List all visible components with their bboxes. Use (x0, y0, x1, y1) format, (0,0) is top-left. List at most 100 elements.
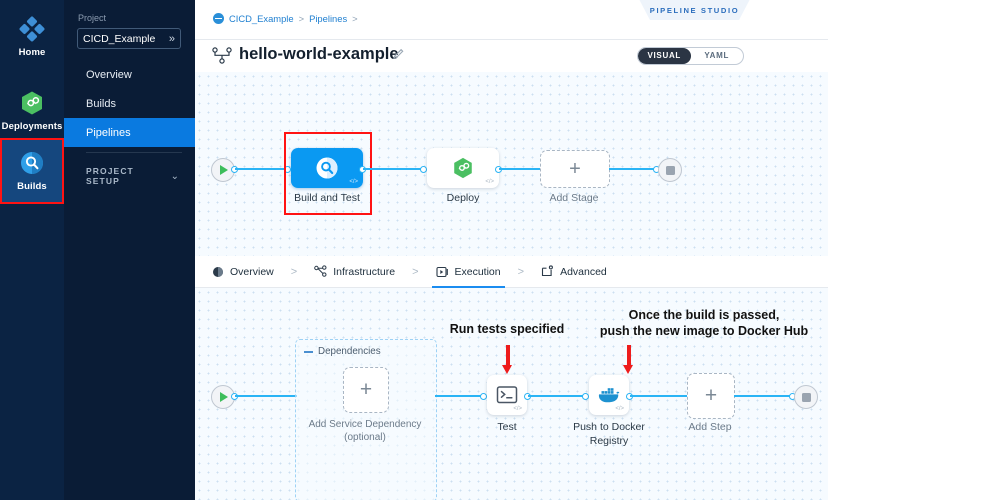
step-node-test[interactable]: </> (487, 375, 527, 415)
page-title: hello-world-example (239, 45, 399, 63)
sidebar-item-label: Overview (86, 68, 132, 81)
stop-icon (665, 165, 675, 175)
breadcrumb-separator: > (298, 13, 305, 24)
tab-label: Execution (454, 265, 501, 278)
step-node-push-to-docker-registry[interactable]: </> (589, 375, 629, 415)
play-icon (220, 392, 228, 402)
advanced-gear-corner-icon (542, 265, 554, 277)
stage-canvas[interactable]: </> Build and Test </> Deploy + (195, 72, 828, 257)
stage-node-label: Deploy (446, 192, 480, 204)
plus-icon: + (569, 157, 581, 180)
connector-wire (609, 168, 656, 170)
pipeline-studio-badge: PIPELINE STUDIO (639, 0, 750, 20)
dependencies-header[interactable]: Dependencies (304, 346, 381, 357)
highlight-box-build-and-test (284, 132, 372, 215)
stage-config-tabs: Overview > Infrastructure > Execution (195, 256, 828, 288)
project-globe-icon (213, 13, 224, 24)
tab-label: Advanced (560, 265, 607, 278)
tab-overview[interactable]: Overview (212, 256, 274, 288)
plus-icon: + (359, 378, 373, 401)
rail-item-deployments[interactable]: Deployments (0, 78, 64, 144)
minus-icon (304, 350, 313, 353)
toggle-option-visual[interactable]: VISUAL (638, 48, 691, 64)
port (480, 392, 487, 400)
view-mode-toggle[interactable]: VISUAL YAML (637, 47, 744, 65)
port (420, 165, 427, 173)
diamond-grid-icon (19, 16, 45, 42)
code-tag: </> (349, 179, 358, 185)
code-tag: </> (513, 406, 522, 412)
step-node-label-line1: Push to Docker (573, 421, 645, 433)
tab-infrastructure[interactable]: Infrastructure (314, 256, 395, 288)
sidebar-item-overview[interactable]: Overview (64, 60, 195, 89)
build-magnifier-icon (316, 157, 338, 179)
project-setup-label: PROJECT SETUP (86, 166, 134, 186)
breadcrumb-item-pipelines[interactable]: Pipelines (309, 13, 348, 24)
infrastructure-nodes-icon (314, 265, 327, 277)
tab-label: Infrastructure (333, 265, 396, 278)
builds-circle-icon (21, 152, 43, 174)
connector-wire (734, 395, 792, 397)
execution-canvas[interactable]: Dependencies + Add Service Dependency (o… (195, 288, 828, 500)
breadcrumb-item-project[interactable]: CICD_Example (229, 13, 294, 24)
tab-execution[interactable]: Execution (431, 256, 505, 288)
toggle-option-yaml[interactable]: YAML (704, 51, 730, 60)
add-service-dependency-label-line1: Add Service Dependency (308, 419, 422, 430)
tab-advanced[interactable]: Advanced (541, 256, 607, 288)
main-content: PIPELINE STUDIO CICD_Example > Pipelines… (195, 0, 828, 500)
connector-wire (630, 395, 687, 397)
project-selector[interactable]: CICD_Example » (77, 28, 181, 49)
annotation-docker-push-line1: Once the build is passed, (628, 308, 780, 322)
code-tag: </> (485, 179, 494, 185)
rail-item-label: Home (18, 47, 46, 58)
step-node-label: Test (497, 421, 517, 433)
dependencies-header-label: Dependencies (318, 346, 381, 357)
breadcrumb-separator: > (352, 13, 358, 24)
project-section-label: Project (78, 13, 107, 23)
project-selector-value: CICD_Example (83, 32, 156, 45)
terminal-icon (496, 386, 518, 404)
pipeline-nodes-icon (212, 47, 232, 64)
project-setup-toggle[interactable]: PROJECT SETUP ⌄ (64, 163, 195, 189)
pipeline-studio-badge-label: PIPELINE STUDIO (649, 5, 740, 15)
annotation-arrow-run-tests (502, 345, 513, 374)
add-service-dependency-label-line2: (optional) (344, 432, 386, 443)
connector-wire (528, 395, 585, 397)
project-nav-panel: Project CICD_Example » Overview Builds P… (64, 0, 195, 500)
chevron-down-icon: ⌄ (170, 170, 179, 182)
sidebar-item-builds[interactable]: Builds (64, 89, 195, 118)
breadcrumb-bar: CICD_Example > Pipelines > (195, 0, 828, 40)
sidebar-item-label: Pipelines (86, 126, 131, 139)
rail-item-label: Deployments (1, 121, 63, 132)
primary-icon-rail: Home Deployments Builds (0, 0, 64, 500)
hexagon-infinity-icon (22, 91, 42, 115)
annotation-docker-push-line2: push the new image to Docker Hub (599, 324, 809, 338)
stage-node-label: Build and Test (294, 192, 360, 204)
rail-item-builds[interactable]: Builds (0, 138, 64, 204)
connector-wire (235, 168, 287, 170)
stage-node-deploy[interactable]: </> (427, 148, 499, 188)
dependencies-group (295, 339, 437, 500)
annotation-run-tests: Run tests specified (449, 322, 565, 336)
docker-whale-icon (598, 388, 620, 403)
rail-item-label: Builds (17, 181, 47, 192)
code-tag: </> (615, 406, 624, 412)
sidebar-item-pipelines[interactable]: Pipelines (64, 118, 195, 147)
execution-run-icon (435, 266, 448, 277)
add-stage-button[interactable]: + (540, 150, 610, 188)
pipeline-end-node[interactable] (658, 158, 682, 182)
add-step-button[interactable]: + (687, 373, 735, 419)
overview-circle-icon (213, 266, 223, 277)
connector-wire (435, 395, 483, 397)
pencil-icon[interactable] (392, 47, 406, 61)
rail-item-home[interactable]: Home (0, 4, 64, 70)
tab-separator: > (290, 265, 298, 278)
execution-end-node[interactable] (794, 385, 818, 409)
add-service-dependency-button[interactable]: + (343, 367, 389, 413)
chevron-double-right-icon: » (168, 32, 175, 45)
connector-wire (499, 168, 543, 170)
stage-node-build-and-test[interactable]: </> (291, 148, 363, 188)
play-icon (220, 165, 228, 175)
hexagon-infinity-green-icon (454, 157, 472, 179)
